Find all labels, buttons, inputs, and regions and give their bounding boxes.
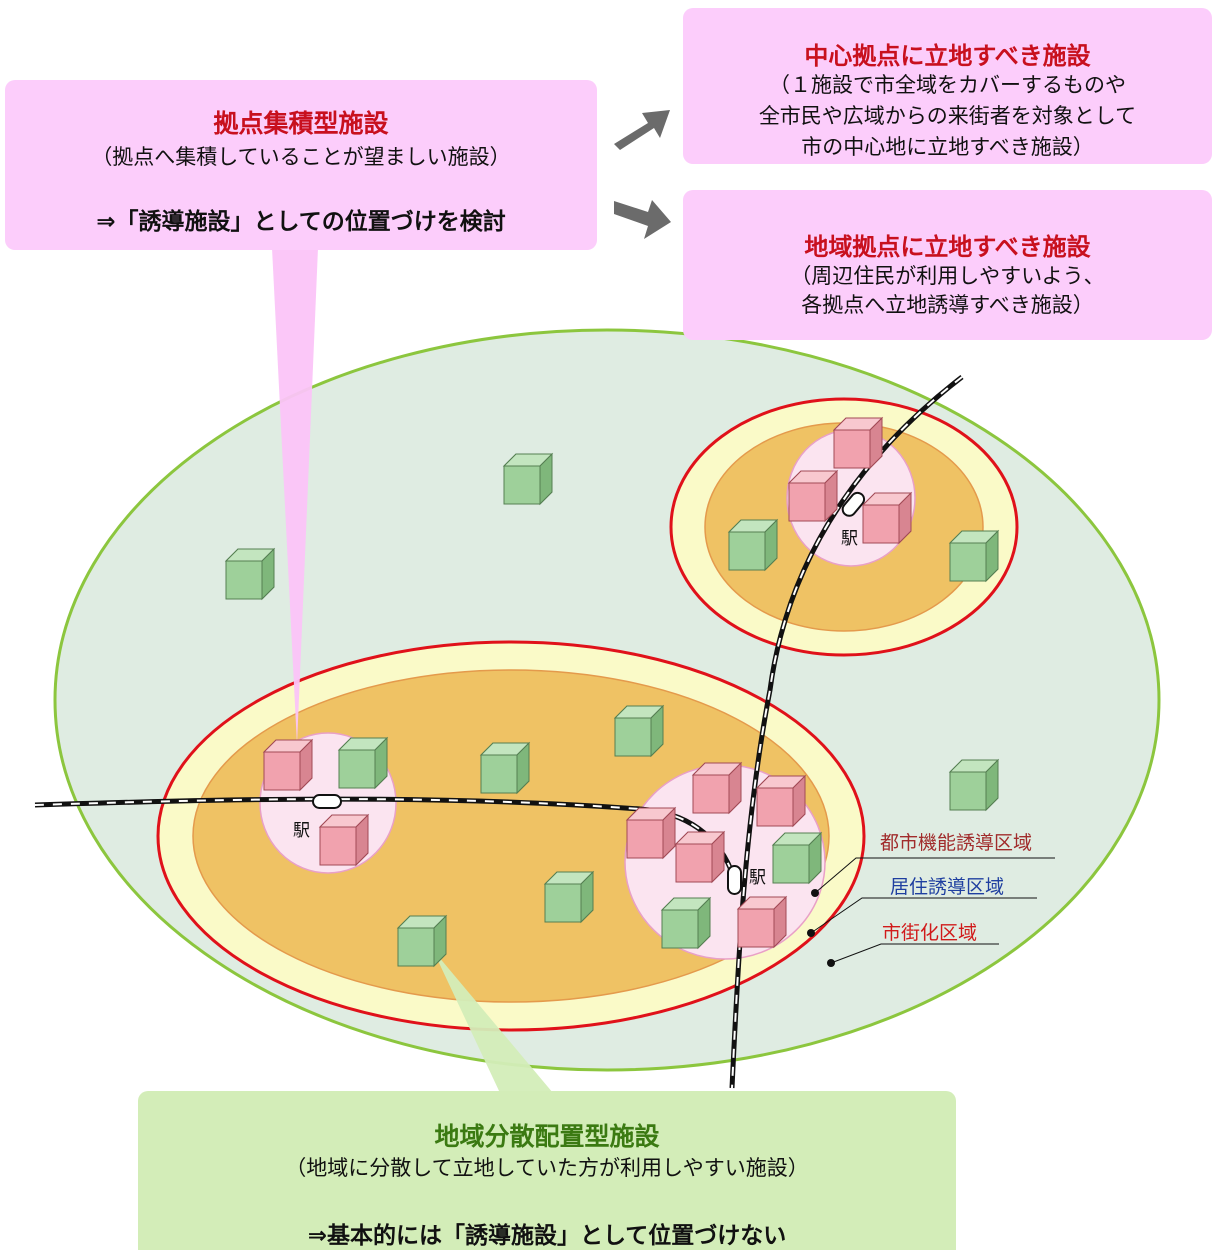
green-facility-cube <box>338 737 388 789</box>
green-facility-cube <box>728 519 778 571</box>
legend-dot-urban <box>811 889 819 897</box>
legend-dot-urbanization <box>827 959 835 967</box>
green-facility-cube <box>225 548 275 600</box>
concentration-facility-callout: 拠点集積型施設 （拠点へ集積していることが望ましい施設） ⇒「誘導施設」としての… <box>5 80 597 250</box>
pink-facility-cube <box>263 739 313 791</box>
station-platform-left <box>312 794 342 809</box>
pink-facility-cube <box>756 775 806 827</box>
regional-hub-facility-box: 地域拠点に立地すべき施設 （周辺住民が利用しやすいよう、 各拠点へ立地誘導すべき… <box>683 190 1212 340</box>
regional-hub-description: （周辺住民が利用しやすいよう、 各拠点へ立地誘導すべき施設） <box>683 262 1212 320</box>
station-label-left: 駅 <box>293 821 310 841</box>
legend-leaders <box>810 857 1055 964</box>
pink-facility-cube <box>862 492 912 544</box>
legend-urban-function-area: 都市機能誘導区域 <box>880 833 1033 854</box>
callout-pointer-concentration <box>272 248 318 745</box>
green-facility-cube <box>949 759 999 811</box>
green-facility-cube <box>480 742 530 794</box>
concentration-conclusion: ⇒「誘導施設」としての位置づけを検討 <box>96 209 506 235</box>
pink-facility-cube <box>737 896 787 948</box>
station-platform-right <box>727 865 742 895</box>
center-hub-title: 中心拠点に立地すべき施設 <box>804 42 1091 70</box>
green-facility-cube <box>661 897 711 949</box>
pink-facility-cube <box>626 807 676 859</box>
arrow-to-center-icon <box>614 110 670 150</box>
green-facility-cube <box>614 705 664 757</box>
green-facility-cube <box>397 915 447 967</box>
green-facility-cube <box>949 530 999 582</box>
center-hub-line: （１施設で市全域をカバーするものや <box>769 73 1126 97</box>
dispersed-title: 地域分散配置型施設 <box>434 1122 660 1151</box>
green-facility-cube <box>544 871 594 923</box>
dispersed-conclusion: ⇒基本的には「誘導施設」として位置づけない <box>307 1223 787 1249</box>
dispersed-description: （地域に分散して立地していた方が利用しやすい施設） <box>285 1156 809 1180</box>
pink-facility-cube <box>788 470 838 522</box>
center-hub-facility-box: 中心拠点に立地すべき施設 （１施設で市全域をカバーするものや 全市民や広域からの… <box>683 8 1212 164</box>
legend-residence-area: 居住誘導区域 <box>890 877 1005 898</box>
green-facility-cube <box>503 453 553 505</box>
legend-urbanization-area: 市街化区域 <box>882 923 978 944</box>
station-platform-upper <box>841 491 866 517</box>
callout-pointer-dispersed <box>433 950 553 1093</box>
regional-hub-line: （周辺住民が利用しやすいよう、 <box>790 264 1105 288</box>
regional-hub-title: 地域拠点に立地すべき施設 <box>804 233 1091 261</box>
center-hub-description: （１施設で市全域をカバーするものや 全市民や広域からの来街者を対象として 市の中… <box>683 70 1212 163</box>
pink-facility-cube <box>675 831 725 883</box>
station-label-upper: 駅 <box>841 529 858 549</box>
concentration-description: （拠点へ集積していることが望ましい施設） <box>91 145 511 169</box>
legend-dot-residence <box>807 929 815 937</box>
green-facility-cube <box>772 832 822 884</box>
concentration-title: 拠点集積型施設 <box>213 109 389 138</box>
dispersed-facility-callout: 地域分散配置型施設 （地域に分散して立地していた方が利用しやすい施設） ⇒基本的… <box>138 1091 956 1250</box>
station-label-right: 駅 <box>749 868 766 888</box>
pink-facility-cube <box>319 814 369 866</box>
center-hub-line: 市の中心地に立地すべき施設） <box>801 135 1094 159</box>
regional-hub-line: 各拠点へ立地誘導すべき施設） <box>801 293 1094 317</box>
arrow-to-regional-icon <box>614 200 671 239</box>
pink-facility-cube <box>692 762 742 814</box>
center-hub-line: 全市民や広域からの来街者を対象として <box>758 104 1137 128</box>
pink-facility-cube <box>833 417 883 469</box>
